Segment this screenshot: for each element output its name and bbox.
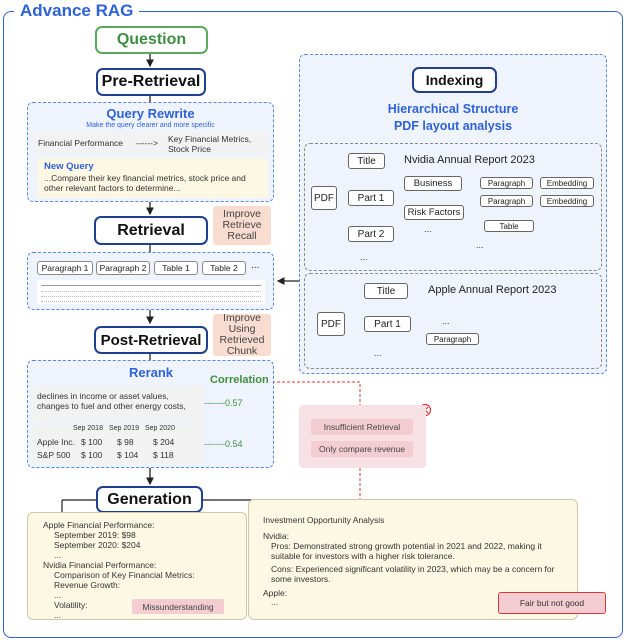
indexing-subtitle-2: PDF layout analysis bbox=[393, 119, 513, 133]
question-node: Question bbox=[95, 26, 208, 54]
chunk-paragraph-2: Paragraph 2 bbox=[96, 261, 150, 275]
outer-frame bbox=[3, 11, 623, 638]
tree1-dots-3: ... bbox=[360, 252, 368, 262]
analysis-title: Investment Opportunity Analysis bbox=[263, 515, 385, 525]
retrieval-node: Retrieval bbox=[94, 216, 208, 245]
tree1-doc-name: Nvidia Annual Report 2023 bbox=[404, 154, 535, 166]
tree2-pdf: PDF bbox=[317, 312, 345, 336]
tree1-dots-2: ... bbox=[476, 240, 484, 250]
pre-retrieval-node: Pre-Retrieval bbox=[96, 68, 206, 96]
tree1-part2: Part 2 bbox=[348, 226, 394, 242]
tree2-paragraph: Paragraph bbox=[426, 333, 479, 345]
chunk-table-preview bbox=[37, 280, 265, 304]
apple-tree-panel bbox=[304, 273, 602, 369]
tree2-dots-1: ... bbox=[442, 316, 450, 326]
fair-but-not-good-badge: Fair but not good bbox=[498, 592, 606, 614]
rerank-score-2: -------0.54 bbox=[204, 439, 243, 449]
indexing-title: Indexing bbox=[412, 67, 497, 93]
new-query-text: ...Compare their key financial metrics, … bbox=[44, 173, 246, 193]
rewrite-from: Financial Performance bbox=[38, 138, 124, 148]
rerank-row-apple: Apple Inc. $ 100 $ 98 $ 204 bbox=[37, 437, 175, 447]
insufficient-retrieval-badge: Insufficient Retrieval bbox=[311, 419, 413, 435]
tree1-embedding-1: Embedding bbox=[540, 177, 594, 189]
tree1-dots-1: ... bbox=[424, 224, 432, 234]
tree1-title: Title bbox=[348, 153, 385, 169]
improve-chunk-note: Improve Using Retrieved Chunk bbox=[213, 313, 271, 357]
tree2-part1: Part 1 bbox=[364, 316, 411, 332]
tree1-paragraph-1: Paragraph bbox=[480, 177, 533, 189]
chunk-paragraph-1: Paragraph 1 bbox=[37, 261, 93, 275]
page-title: Advance RAG bbox=[14, 1, 140, 21]
output-left-text: Apple Financial Performance: September 2… bbox=[43, 520, 195, 620]
rewrite-arrow: ------> bbox=[136, 138, 158, 148]
chunks-panel: Paragraph 1 Paragraph 2 Table 1 Table 2 … bbox=[27, 252, 274, 310]
failure-zone: Insufficient Retrieval Only compare reve… bbox=[299, 405, 426, 468]
rerank-score-1: -------0.57 bbox=[204, 398, 243, 408]
tree1-business: Business bbox=[404, 176, 462, 191]
tree1-risk-factors: Risk Factors bbox=[404, 205, 464, 220]
tree1-pdf: PDF bbox=[311, 186, 337, 210]
chunk-table-2: Table 2 bbox=[202, 261, 246, 275]
chunk-table-1: Table 1 bbox=[154, 261, 198, 275]
rerank-row-sp500: S&P 500 $ 100 $ 104 $ 118 bbox=[37, 450, 174, 460]
rewrite-to: Key Financial Metrics, Stock Price bbox=[168, 134, 252, 154]
query-rewrite-subtitle: Make the query clearer and more specific bbox=[86, 122, 215, 129]
indexing-subtitle-1: Hierarchical Structure bbox=[387, 102, 519, 116]
tree1-part1: Part 1 bbox=[348, 190, 394, 206]
improve-recall-note: Improve Retrieve Recall bbox=[213, 206, 271, 245]
tree1-table: Table bbox=[484, 220, 534, 232]
tree2-title: Title bbox=[364, 283, 408, 299]
tree2-dots-2: ... bbox=[374, 348, 382, 358]
new-query-label: New Query bbox=[44, 161, 94, 172]
generation-node: Generation bbox=[96, 486, 203, 513]
only-compare-revenue-badge: Only compare revenue bbox=[311, 441, 413, 457]
correlation-label: Correlation bbox=[210, 374, 269, 386]
post-retrieval-node: Post-Retrieval bbox=[94, 326, 208, 354]
misunderstanding-badge: Missunderstanding bbox=[132, 599, 224, 614]
tree2-doc-name: Apple Annual Report 2023 bbox=[428, 284, 557, 296]
tree1-embedding-2: Embedding bbox=[540, 195, 594, 207]
nvidia-tree-panel bbox=[304, 143, 602, 271]
query-rewrite-title: Query Rewrite bbox=[106, 106, 195, 121]
analysis-cons: Cons: Experienced significant volatility… bbox=[271, 564, 555, 584]
chunks-more: ... bbox=[251, 260, 260, 271]
rerank-text: declines in income or asset values, chan… bbox=[37, 391, 186, 411]
rerank-panel: Rerank Correlation declines in income or… bbox=[27, 360, 274, 468]
tree1-paragraph-2: Paragraph bbox=[480, 195, 533, 207]
output-left-panel: Apple Financial Performance: September 2… bbox=[27, 512, 247, 620]
query-rewrite-panel: Query Rewrite Make the query clearer and… bbox=[27, 102, 274, 202]
analysis-pros: Pros: Demonstrated strong growth potenti… bbox=[271, 541, 542, 561]
rerank-title: Rerank bbox=[128, 365, 174, 380]
analysis-apple-dots: ... bbox=[271, 597, 279, 607]
analysis-nvidia: Nvidia: bbox=[263, 531, 289, 541]
rerank-table-header: Sep 2018 Sep 2019 Sep 2020 bbox=[73, 425, 175, 432]
analysis-apple: Apple: bbox=[263, 588, 288, 598]
